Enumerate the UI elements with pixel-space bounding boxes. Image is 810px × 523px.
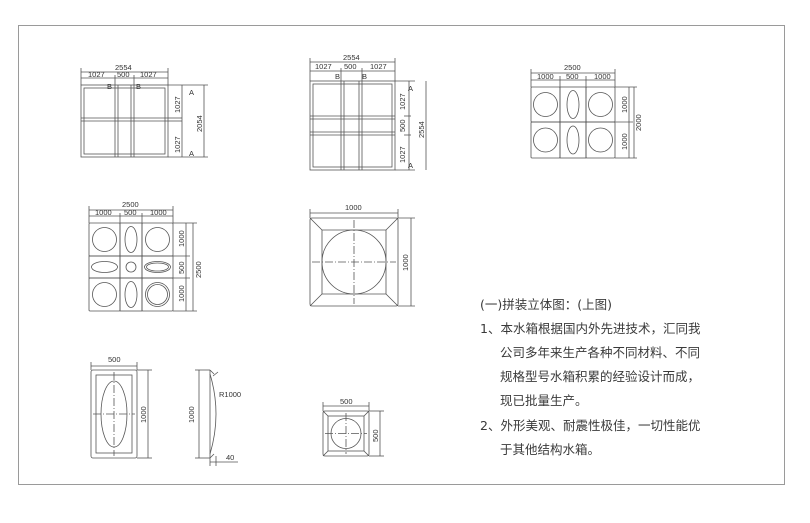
dim-label: 500 [340,397,353,406]
section-mark: B [136,82,141,91]
dim-label: 2554 [417,121,426,138]
dim-label: 1000 [177,285,186,302]
note-item-1-line-4: 现已批量生产。 [500,393,588,408]
dim-label: 1000 [95,208,112,217]
dim-label: 1000 [620,96,629,113]
drawing-frame [18,25,785,485]
section-mark: A [189,149,194,158]
note-item-2-line-1: 2、外形美观、耐震性极佳，一切性能优 [480,418,701,433]
section-mark: A [408,161,413,170]
dim-label: 1027 [398,93,407,110]
dim-label: 1027 [370,62,387,71]
section-mark: B [107,82,112,91]
dim-label: 1027 [173,96,182,113]
dim-label: 1000 [177,230,186,247]
dim-label: 2500 [564,63,581,72]
dim-label: 1027 [398,146,407,163]
dim-label: 40 [226,453,234,462]
dim-label: 1000 [537,72,554,81]
section-mark: A [408,84,413,93]
notes-heading: (一)拼装立体图：(上图) [480,297,613,312]
figure-frame-2554x2554 [309,58,427,171]
dim-label: 2000 [634,114,643,131]
note-item-1-line-3: 规格型号水箱积累的经验设计而成， [500,369,701,384]
dim-label: 1000 [150,208,167,217]
figure-panel-2500x2000 [530,69,637,159]
dim-label: 500 [344,62,357,71]
dim-label: 2054 [195,115,204,132]
dim-label: 1027 [173,136,182,153]
figure-panel-500x500 [322,402,384,457]
figure-side-profile [195,369,238,466]
dim-label: 2500 [194,261,203,278]
figure-panel-1000x1000 [309,209,415,307]
note-item-2-line-2: 于其他结构水箱。 [500,442,601,457]
dim-label: 2500 [122,200,139,209]
figure-panel-500x1000 [90,362,152,459]
dim-label: 500 [177,261,186,274]
note-item-1-line-1: 1、本水箱根据国内外先进技术，汇同我 [480,321,701,336]
dim-label: 500 [124,208,137,217]
dim-label: 500 [566,72,579,81]
dim-label: 1000 [620,133,629,150]
dim-label: 2554 [343,53,360,62]
section-mark: A [189,88,194,97]
dim-label: 1000 [345,203,362,212]
dim-label: 1000 [594,72,611,81]
dim-label: 1027 [315,62,332,71]
dim-label: 2554 [115,63,132,72]
note-item-1-line-2: 公司多年来生产各种不同材料、不同 [500,345,701,360]
figure-frame-2554x2054 [80,68,208,158]
section-mark: B [362,72,367,81]
figure-panel-2500x2500 [88,206,197,312]
section-mark: B [335,72,340,81]
dim-label: 1027 [140,70,157,79]
dim-label: 500 [371,429,380,442]
dim-label: 500 [398,119,407,132]
dim-label: 500 [108,355,121,364]
dim-label: 1027 [88,70,105,79]
dim-label: 1000 [139,406,148,423]
dim-label: 500 [117,70,130,79]
dim-label: 1000 [401,254,410,271]
radius-label: R1000 [219,390,241,399]
dim-label: 1000 [187,406,196,423]
